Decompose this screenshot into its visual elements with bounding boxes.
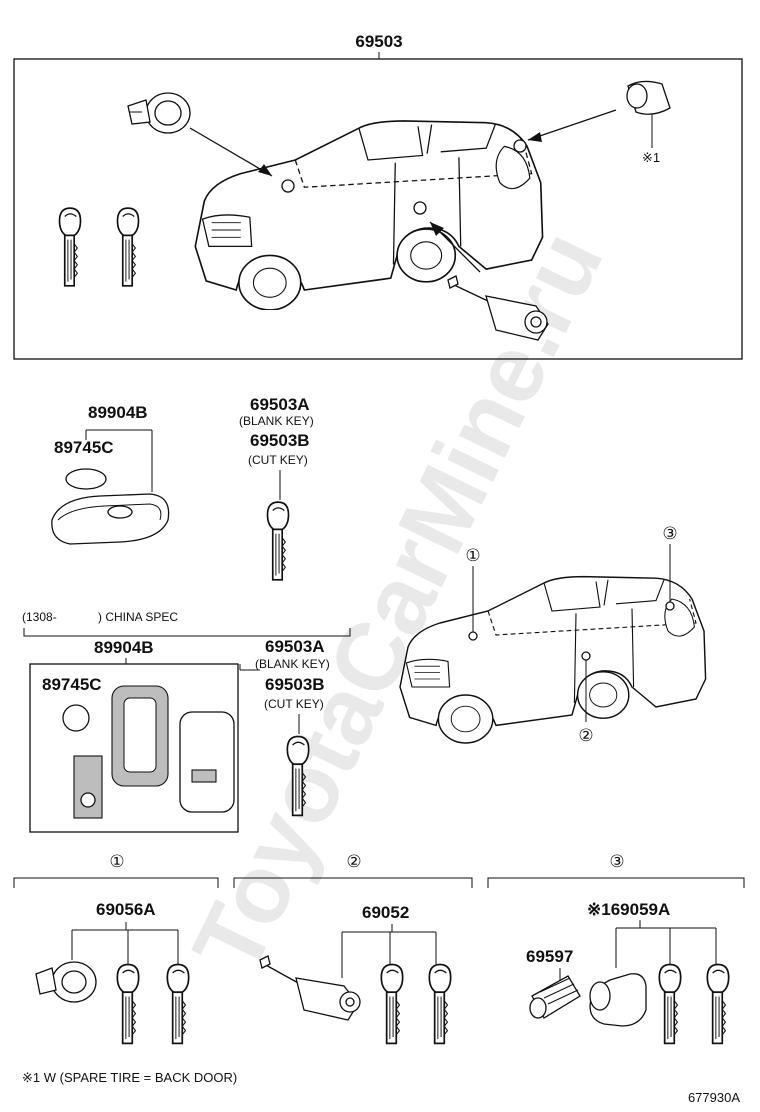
china-remote-housing-illustration	[73, 685, 235, 819]
part-label-89745C: 89745C	[54, 438, 114, 457]
group1-ignition-cylinder	[35, 961, 97, 1003]
label-cut-key: (CUT KEY)	[248, 453, 308, 467]
part-label-69059A: ※169059A	[587, 900, 670, 919]
label-blank-key: (BLANK KEY)	[239, 414, 314, 428]
china-spec-header-start: (1308-	[22, 610, 57, 624]
group1-key-left	[116, 963, 140, 1045]
china-label-blank-key: (BLANK KEY)	[255, 657, 330, 671]
ignition-cylinder-illustration	[127, 92, 191, 134]
leader-arrow-ignition	[189, 127, 273, 177]
china-part-label-89904B: 89904B	[94, 638, 154, 657]
group3-key-left	[658, 963, 682, 1045]
top-assembly-frame	[13, 58, 743, 360]
group2-key-right	[428, 963, 452, 1045]
china-remote-frame	[29, 663, 239, 833]
china-part-label-69503A: 69503A	[265, 637, 325, 656]
china-part-label-89745C: 89745C	[42, 675, 102, 694]
part-label-69597: 69597	[526, 947, 573, 966]
location-marker-3: ③	[662, 524, 677, 543]
part-label-69503B: 69503B	[250, 431, 310, 450]
leader-arrow-spare	[527, 109, 617, 141]
top-key-right	[116, 207, 140, 287]
china-spec-header-end: ) CHINA SPEC	[98, 610, 178, 624]
group1-key-right	[166, 963, 190, 1045]
group3-cylinder-sleeve	[589, 973, 647, 1027]
location-marker-2: ②	[578, 726, 593, 745]
battery-illustration	[65, 468, 107, 490]
group-marker-3: ③	[609, 852, 624, 871]
location-marker-1: ①	[465, 546, 480, 565]
diagram-code: 677930A	[688, 1090, 740, 1105]
part-label-69056A: 69056A	[96, 900, 156, 919]
group3-lock-cylinder	[529, 975, 581, 1019]
part-label-69503A: 69503A	[250, 395, 310, 414]
group2-door-cylinder	[259, 955, 361, 1021]
china-part-label-69503B: 69503B	[265, 675, 325, 694]
footnote: ※1 W (SPARE TIRE = BACK DOOR)	[22, 1070, 237, 1085]
group3-key-right	[706, 963, 730, 1045]
top-vehicle-illustration	[194, 120, 544, 310]
door-cylinder-illustration	[447, 275, 549, 341]
group-marker-1: ①	[109, 852, 124, 871]
remote-key-illustration	[51, 493, 170, 545]
china-battery-illustration	[62, 704, 90, 732]
top-key-left	[58, 207, 82, 287]
china-label-cut-key: (CUT KEY)	[264, 697, 324, 711]
group2-key-left	[380, 963, 404, 1045]
part-label-69503: 69503	[355, 32, 402, 51]
group-marker-2: ②	[346, 852, 361, 871]
part-label-89904B: 89904B	[88, 403, 148, 422]
top-note-marker: ※1	[642, 150, 660, 165]
part-label-69052: 69052	[362, 903, 409, 922]
blank-key-illustration	[266, 501, 290, 581]
spare-tire-cylinder-illustration	[626, 80, 671, 115]
